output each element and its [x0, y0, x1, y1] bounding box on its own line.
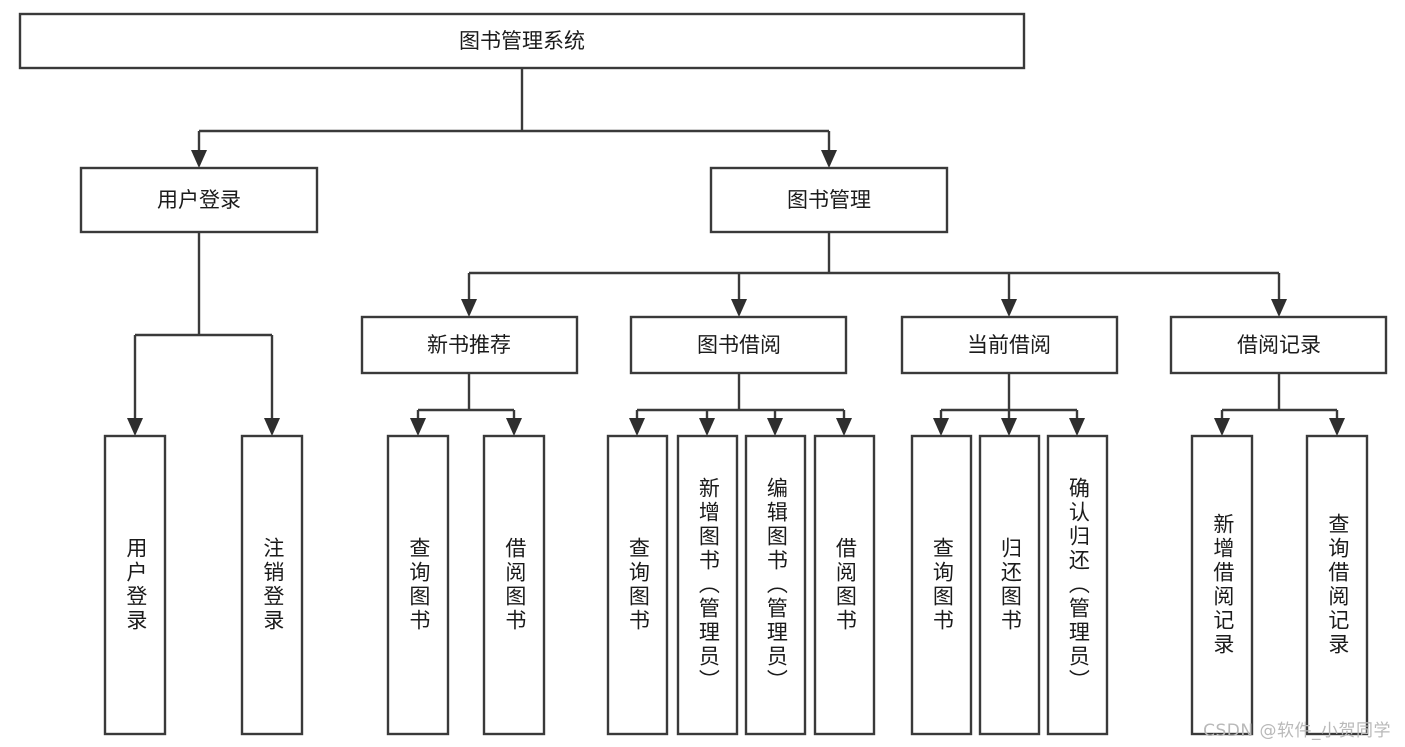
arrow-head-leaf-user-login: [127, 418, 143, 436]
leaf-query-book-2-box[interactable]: [606, 434, 669, 736]
arrow-head-leaf-add-book: [699, 418, 715, 436]
arrow-head-current-borrow: [1001, 299, 1017, 317]
arrow-head-leaf-borrow-book-2: [836, 418, 852, 436]
node-root[interactable]: 图书管理系统: [18, 12, 1026, 70]
arrow-head-book-manage: [821, 150, 837, 168]
node-current-borrow-box[interactable]: [900, 315, 1119, 375]
leaf-boxes-book-borrow: [606, 434, 876, 736]
connector-group-user-login: [127, 232, 280, 436]
node-book-manage-label: 图书管理: [787, 188, 871, 212]
connector-group-book-manage: [461, 232, 1287, 317]
arrow-head-leaf-return-book: [1001, 418, 1017, 436]
leaf-query-book-1-box[interactable]: [386, 434, 450, 736]
leaf-borrow-book-2-box[interactable]: [813, 434, 876, 736]
connector-group-new-book-recommend: [410, 373, 522, 436]
leaf-add-record-box[interactable]: [1190, 434, 1254, 736]
node-borrow-record-label: 借阅记录: [1237, 333, 1321, 357]
arrow-head-new-book-recommend: [461, 299, 477, 317]
leaf-boxes-current-borrow: [910, 434, 1109, 736]
arrow-head-borrow-record: [1271, 299, 1287, 317]
node-new-book-recommend-box[interactable]: [360, 315, 579, 375]
connector-group-book-borrow: [629, 373, 852, 436]
arrow-head-leaf-query-book-2: [629, 418, 645, 436]
leaf-user-logout-box[interactable]: [240, 434, 304, 736]
connector-group-root: [191, 68, 837, 168]
arrow-head-leaf-query-record: [1329, 418, 1345, 436]
node-user-login-box[interactable]: [79, 166, 319, 234]
node-new-book-recommend[interactable]: 新书推荐: [360, 315, 579, 375]
node-borrow-record-box[interactable]: [1169, 315, 1388, 375]
node-book-borrow[interactable]: 图书借阅: [629, 315, 848, 375]
arrow-head-leaf-user-logout: [264, 418, 280, 436]
leaf-boxes-user-login: [103, 434, 304, 736]
leaf-return-book-box[interactable]: [978, 434, 1041, 736]
node-book-borrow-label: 图书借阅: [697, 333, 781, 357]
node-user-login[interactable]: 用户登录: [79, 166, 319, 234]
arrow-head-user-login: [191, 150, 207, 168]
connector-group-current-borrow: [933, 373, 1085, 436]
csdn-watermark: CSDN @软件_小贺同学: [1203, 721, 1391, 741]
leaf-borrow-book-1-box[interactable]: [482, 434, 546, 736]
arrow-head-leaf-add-record: [1214, 418, 1230, 436]
leaf-edit-book-box[interactable]: [744, 434, 807, 736]
arrow-head-book-borrow: [731, 299, 747, 317]
node-borrow-record[interactable]: 借阅记录: [1169, 315, 1388, 375]
node-book-manage-box[interactable]: [709, 166, 949, 234]
node-book-manage[interactable]: 图书管理: [709, 166, 949, 234]
leaf-boxes-borrow-record: [1190, 434, 1369, 736]
leaf-query-record-box[interactable]: [1305, 434, 1369, 736]
node-root-label: 图书管理系统: [459, 29, 585, 53]
arrow-head-leaf-query-book-1: [410, 418, 426, 436]
node-current-borrow[interactable]: 当前借阅: [900, 315, 1119, 375]
node-current-borrow-label: 当前借阅: [967, 333, 1051, 357]
node-user-login-label: 用户登录: [157, 188, 241, 212]
leaf-query-book-3-box[interactable]: [910, 434, 973, 736]
connector-group-borrow-record: [1214, 373, 1345, 436]
arrow-head-leaf-confirm-return: [1069, 418, 1085, 436]
leaf-user-login-box[interactable]: [103, 434, 167, 736]
leaf-boxes-new-book-recommend: [386, 434, 546, 736]
node-new-book-recommend-label: 新书推荐: [427, 333, 511, 357]
leaf-confirm-return-box[interactable]: [1046, 434, 1109, 736]
leaf-add-book-box[interactable]: [676, 434, 739, 736]
arrow-head-leaf-query-book-3: [933, 418, 949, 436]
node-root-box[interactable]: [18, 12, 1026, 70]
node-book-borrow-box[interactable]: [629, 315, 848, 375]
arrow-head-leaf-edit-book: [767, 418, 783, 436]
arrow-head-leaf-borrow-book-1: [506, 418, 522, 436]
